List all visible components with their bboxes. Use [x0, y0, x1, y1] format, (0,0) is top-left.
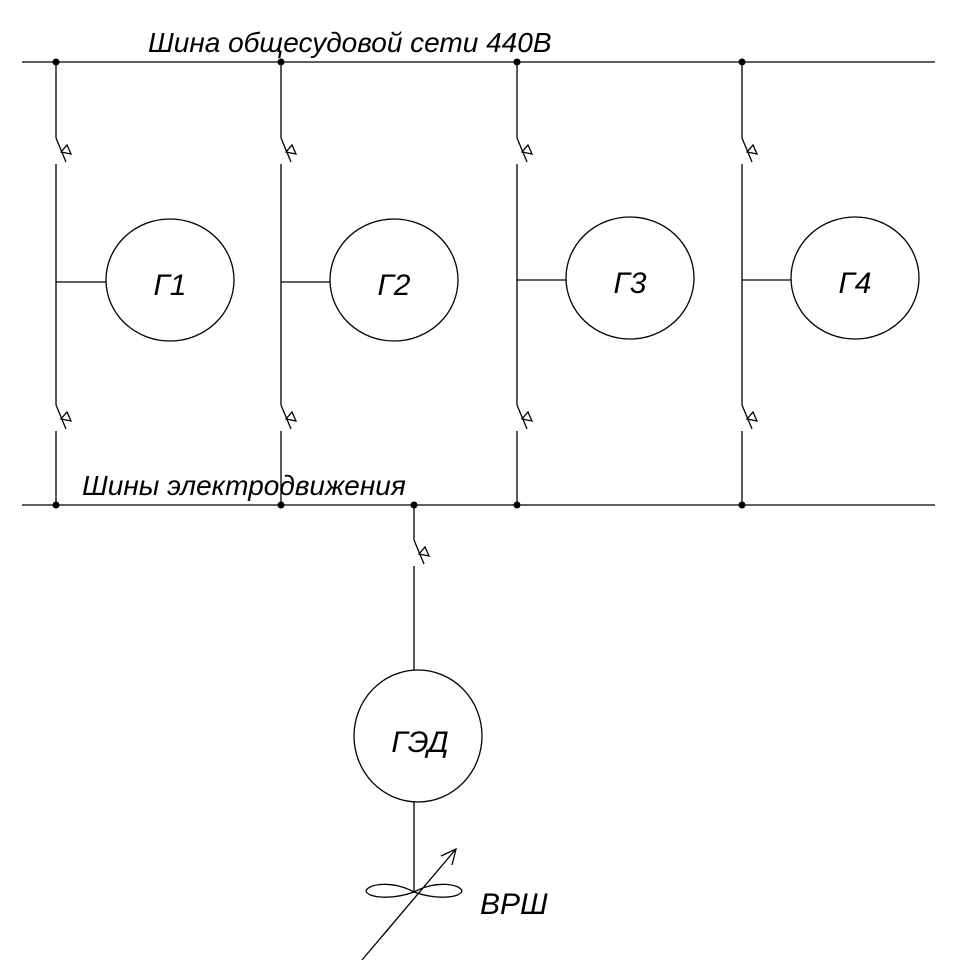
breaker-lower-hook	[745, 410, 759, 422]
generator-g4[interactable]	[790, 216, 920, 340]
breaker-lower-hook	[284, 410, 298, 422]
propeller-blade-left	[365, 883, 416, 898]
breaker-upper[interactable]	[516, 137, 528, 163]
propeller-blade-right	[412, 883, 463, 898]
generator-g1-label: Г1	[153, 269, 186, 302]
pitch-arrow-line	[361, 848, 457, 961]
breaker-upper[interactable]	[741, 137, 753, 163]
motor-breaker-hook	[417, 545, 431, 557]
generator-g4-label: Г4	[838, 267, 871, 300]
breaker-lower-hook	[59, 410, 73, 422]
generator-branch-g1: Г1	[52, 58, 235, 509]
generator-branch-g4: Г4	[738, 58, 920, 509]
breaker-upper-hook	[284, 143, 298, 155]
breaker-upper[interactable]	[280, 137, 292, 163]
breaker-lower[interactable]	[741, 404, 753, 430]
breaker-upper[interactable]	[55, 137, 67, 163]
generator-branch-g2: Г2	[277, 58, 459, 509]
pitch-arrow-head	[440, 847, 457, 866]
generator-g2-label: Г2	[377, 269, 410, 302]
junction-dot	[738, 501, 746, 509]
motor-branch: ГЭД	[353, 501, 483, 892]
generator-g1[interactable]	[105, 218, 235, 342]
breaker-upper-hook	[745, 143, 759, 155]
junction-dot	[52, 501, 60, 509]
generator-g2[interactable]	[329, 218, 459, 342]
breaker-upper-hook	[520, 143, 534, 155]
propeller-symbol[interactable]: ВРШ	[361, 847, 548, 961]
breaker-upper-hook	[59, 143, 73, 155]
main-bus-label: Шина общесудовой сети 440В	[148, 27, 552, 58]
junction-dot	[277, 501, 285, 509]
propulsion-motor-label: ГЭД	[391, 726, 448, 759]
breaker-lower[interactable]	[280, 404, 292, 430]
generator-branch-g3: Г3	[513, 58, 695, 509]
propulsion-bus-label: Шины электродвижения	[82, 470, 406, 501]
generator-g3[interactable]	[565, 216, 695, 340]
breaker-lower[interactable]	[55, 404, 67, 430]
junction-dot	[513, 501, 521, 509]
propulsion-motor[interactable]	[353, 669, 483, 803]
motor-breaker[interactable]	[413, 539, 425, 565]
breaker-lower-hook	[520, 410, 534, 422]
generator-g3-label: Г3	[613, 267, 646, 300]
propeller-label: ВРШ	[480, 888, 548, 921]
breaker-lower[interactable]	[516, 404, 528, 430]
